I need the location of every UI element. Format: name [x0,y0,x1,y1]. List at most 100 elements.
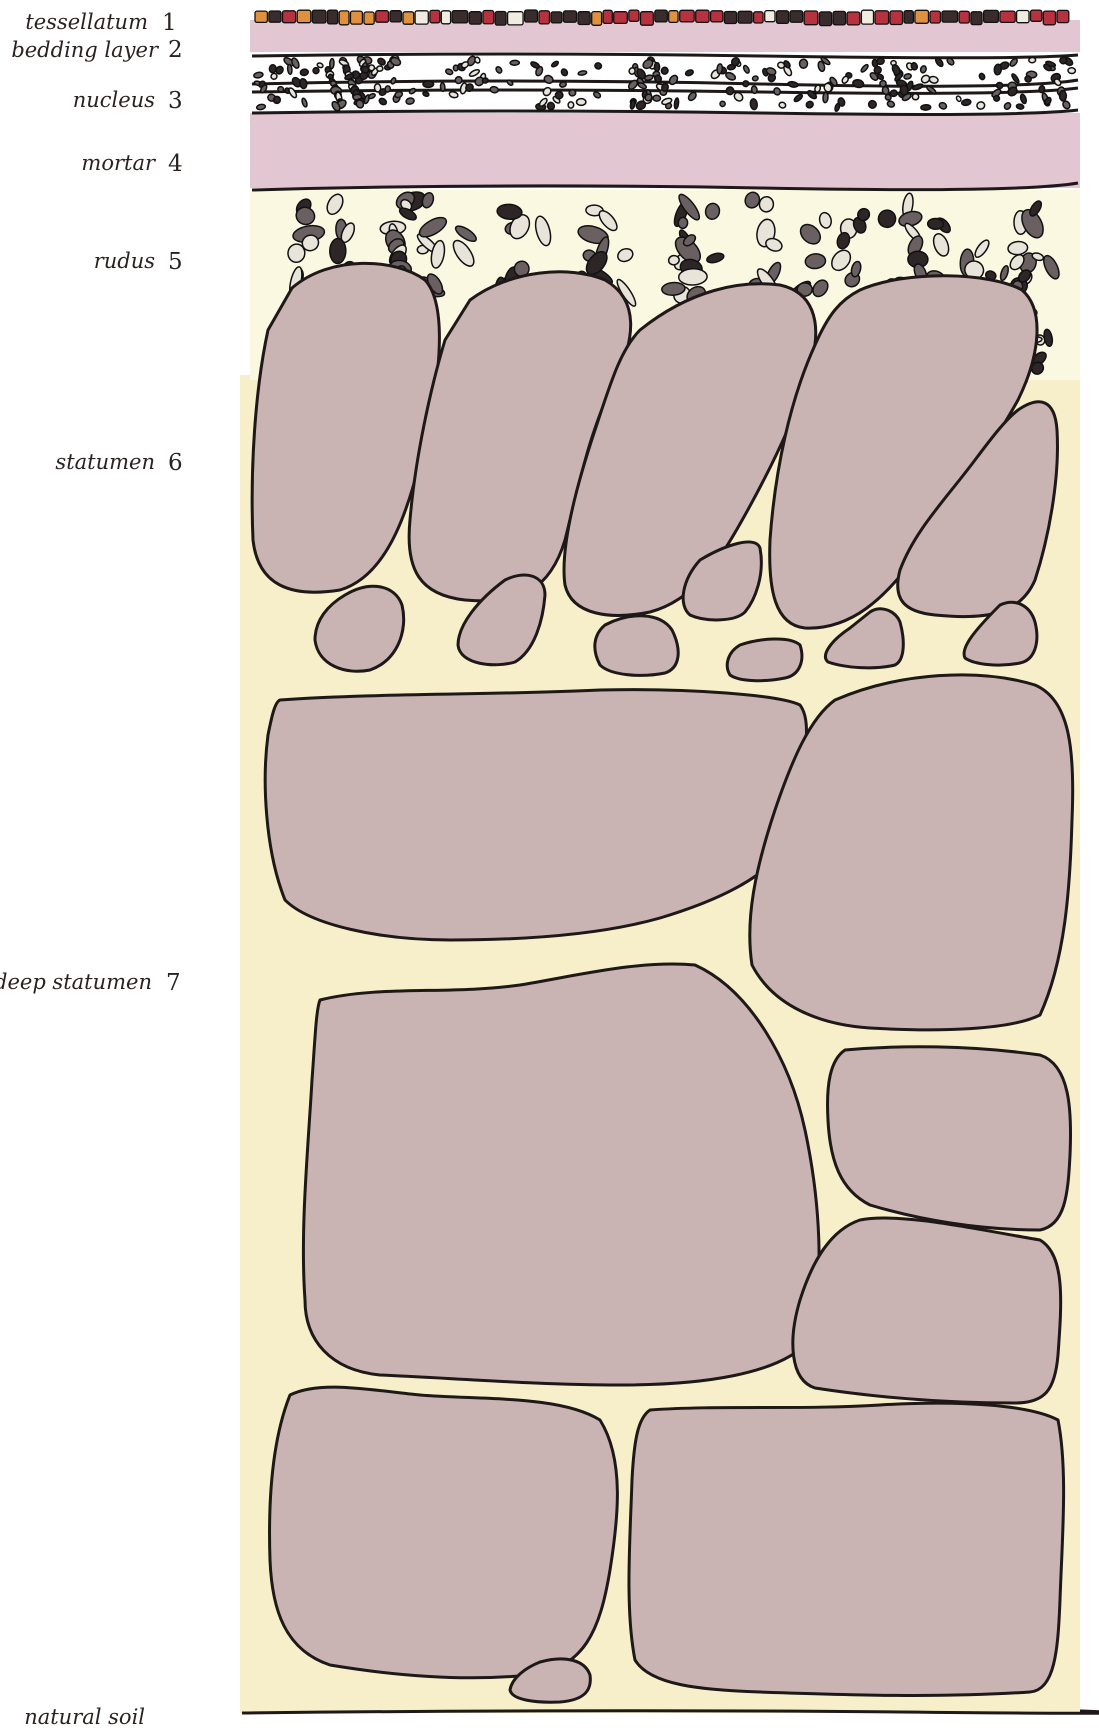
tessera [1031,10,1042,21]
deep-statumen-stone [270,1387,618,1678]
tessera [984,10,999,22]
tessera [777,11,789,24]
tessera [483,11,494,24]
layer-labels: tessellatum 1 bedding layer 2 nucleus 3 … [0,10,183,1729]
tessera [539,11,550,24]
rudus-pebble [928,218,944,229]
nucleus-pebble [720,101,726,107]
tessera [1043,11,1055,25]
label-statumen: statumen [55,450,155,474]
nucleus-pebble [385,86,391,93]
tessera [312,10,326,23]
statumen-small-stone [727,639,802,681]
nucleus-pebble [823,92,829,103]
tessera [430,10,440,22]
tessera [1057,10,1069,22]
tessera [861,10,873,24]
nucleus-pebble [440,83,445,92]
tessera [724,12,736,24]
num-rudus: 5 [168,249,183,275]
tessera [603,10,612,23]
tessera [790,11,803,22]
tessera [629,10,639,21]
nucleus-pebble [993,95,1000,102]
tessera [1017,11,1029,23]
tessera [754,12,764,23]
tessera [1000,11,1015,22]
nucleus-pebble [1038,85,1045,93]
tessera [614,12,628,24]
mortar-layer [250,113,1080,188]
tessera [904,11,913,23]
nucleus-pebble [287,64,292,74]
tessera [551,12,562,23]
tessera [971,12,982,25]
tessera [495,12,506,26]
nucleus-pebble [277,86,284,93]
tessera [875,11,889,24]
label-bedding-layer: bedding layer [11,38,160,62]
num-nucleus: 3 [168,88,183,114]
tessera [890,11,903,25]
tessera [415,11,428,24]
nucleus-pebble [578,70,587,75]
tessera [738,11,752,23]
nucleus-pebble [256,104,266,110]
label-nucleus: nucleus [73,88,155,112]
tessera [765,11,775,22]
tessera [390,11,402,22]
tessera [255,11,267,22]
tessera [696,10,709,22]
tessera [441,11,450,24]
tessera [469,12,481,24]
tessera [655,10,668,22]
tessera [297,10,311,23]
num-deep-statumen: 7 [166,970,181,996]
nucleus-pebble [912,94,919,100]
tessera [376,11,389,23]
deep-statumen-stone [828,1047,1071,1230]
deep-statumen-stone [793,1218,1061,1403]
nucleus-pebble [654,63,659,72]
statumen-small-stone [595,616,678,676]
tessera [959,11,969,23]
nucleus-pebble [299,78,307,89]
deep-statumen-stones [265,675,1072,1702]
nucleus-pebble [376,66,383,72]
num-tessellatum: 1 [162,10,177,36]
tessera [915,10,929,23]
nucleus-pebble [269,65,276,73]
tessera [403,12,414,24]
tessera [641,12,654,26]
nucleus-pebble [510,60,519,65]
tessera [328,10,338,24]
tessera [930,11,940,23]
tessera [804,11,818,25]
nucleus-pebble [674,98,679,109]
tessera [525,10,538,22]
nucleus-pebble [1016,103,1024,109]
tessera [833,11,846,24]
nucleus-pebble [300,68,309,76]
tessera [508,12,523,25]
nucleus-pebble [994,64,1002,75]
label-tessellatum: tessellatum [25,10,148,34]
tessera [364,12,374,24]
nucleus-pebble [329,58,334,68]
tessera [942,11,958,22]
tessera [339,11,349,25]
label-natural-soil: natural soil [24,1705,145,1729]
tessera [680,10,695,21]
nucleus-pebble [1068,67,1076,73]
tessera [847,12,860,25]
label-rudus: rudus [94,249,156,273]
nucleus-pebble [628,67,636,75]
bedding-layer [250,20,1080,52]
rudus-pebble [330,238,346,263]
nucleus-pebble [1029,57,1036,63]
nucleus-pebble [423,81,434,88]
nucleus-pebble [490,86,499,93]
tessera [592,12,602,26]
num-statumen: 6 [168,450,183,476]
num-mortar: 4 [168,151,183,177]
